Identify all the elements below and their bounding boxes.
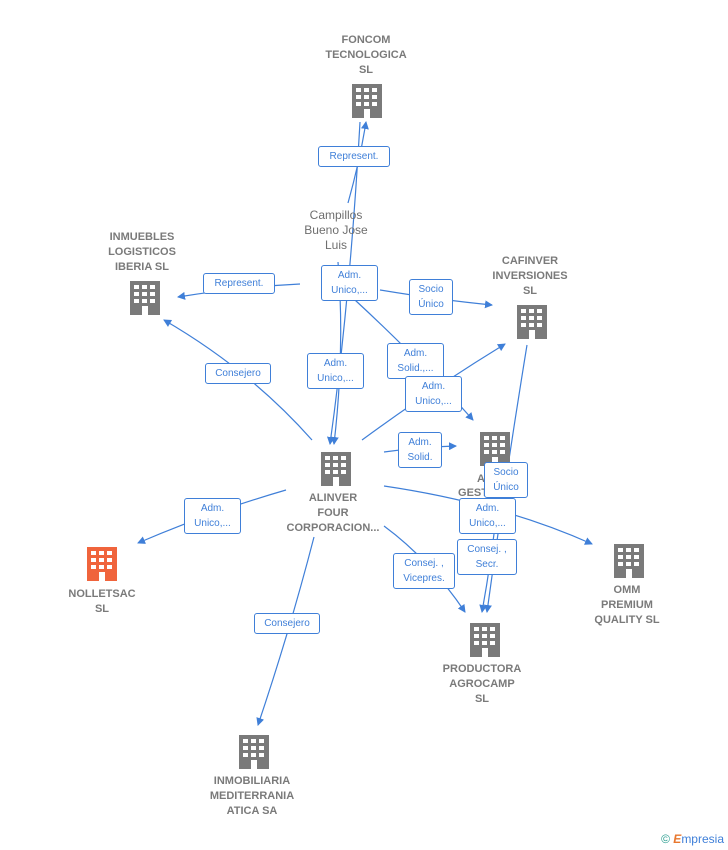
edge-label-adm-unico-top[interactable]: Adm. Unico,... — [321, 265, 378, 301]
copyright-icon: © — [661, 832, 670, 846]
node-nolletsac-label[interactable]: NOLLETSAC SL — [68, 588, 136, 615]
edge-label-adm-unico-mid[interactable]: Adm. Unico,... — [307, 353, 364, 389]
edge-label-consejero-inmobiliaria[interactable]: Consejero — [254, 613, 320, 634]
productora-building-icon[interactable] — [470, 623, 500, 657]
node-inmuebles-label[interactable]: INMUEBLES LOGISTICOS IBERIA SL — [108, 231, 176, 273]
edge-label-adm-solid[interactable]: Adm. Solid. — [398, 432, 442, 468]
edge-label-adm-unico-nolletsac[interactable]: Adm. Unico,... — [184, 498, 241, 534]
node-productora-label[interactable]: PRODUCTORA AGROCAMP SL — [442, 663, 522, 705]
node-gest-partial-a: A — [477, 473, 485, 485]
edge-label-consej-secr[interactable]: Consej. , Secr. — [457, 539, 517, 575]
node-alinver-label[interactable]: ALINVER FOUR CORPORACION... — [286, 492, 380, 534]
brand-logo-letter: E — [673, 832, 682, 846]
omm-building-icon[interactable] — [614, 544, 644, 578]
node-foncom-label[interactable]: FONCOM TECNOLOGICA SL — [325, 34, 407, 76]
edge-label-consej-vicepres[interactable]: Consej. , Vicepres. — [393, 553, 455, 589]
node-omm-label[interactable]: OMM PREMIUM QUALITY SL — [594, 584, 660, 626]
person-label[interactable]: Campillos Bueno Jose Luis — [304, 208, 368, 252]
nolletsac-building-icon[interactable] — [87, 547, 117, 581]
foncom-building-icon[interactable] — [352, 84, 382, 118]
cafinver-building-icon[interactable] — [517, 305, 547, 339]
alinver-building-icon[interactable] — [321, 452, 351, 486]
edge-label-consejero-inmuebles[interactable]: Consejero — [205, 363, 271, 384]
node-inmobiliaria-label[interactable]: INMOBILIARIA MEDITERRANIA ATICA SA — [209, 775, 295, 817]
edge-label-adm-solid-dots[interactable]: Adm. Solid.,... — [387, 343, 444, 379]
footer-brand[interactable]: © Empresia — [661, 832, 724, 846]
edge-label-represent-foncom[interactable]: Represent. — [318, 146, 390, 167]
edge-label-adm-unico-omm[interactable]: Adm. Unico,... — [459, 498, 516, 534]
gest-building-icon[interactable] — [480, 432, 510, 466]
edge-label-represent-inmuebles[interactable]: Represent. — [203, 273, 275, 294]
inmuebles-building-icon[interactable] — [130, 281, 160, 315]
brand-name: mpresia — [681, 832, 724, 846]
node-gest-partial-b: GEST — [458, 487, 488, 499]
edge-label-socio-unico-gest[interactable]: Socio Único — [484, 462, 528, 498]
edge-label-socio-unico-cafinver[interactable]: Socio Único — [409, 279, 453, 315]
edge-label-adm-unico-gest[interactable]: Adm. Unico,... — [405, 376, 462, 412]
node-cafinver-label[interactable]: CAFINVER INVERSIONES SL — [492, 255, 568, 297]
inmobiliaria-building-icon[interactable] — [239, 735, 269, 769]
